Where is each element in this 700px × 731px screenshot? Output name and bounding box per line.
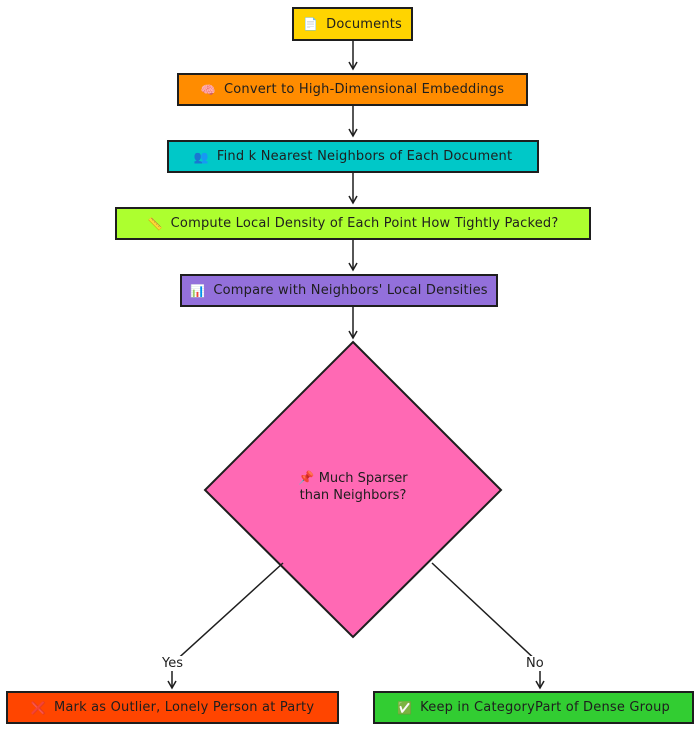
decision-diamond [203, 340, 503, 639]
decision-line-1-text: Much Sparser [318, 471, 408, 486]
decision-line-2: than Neighbors? [299, 488, 407, 503]
node-keep-label: Keep in CategoryPart of Dense Group [420, 700, 670, 715]
document-icon: 📄 [302, 17, 319, 31]
decision-line-1: 📌 Much Sparser [253, 470, 453, 487]
yes-label: Yes [160, 656, 185, 671]
node-density: 📏 Compute Local Density of Each Point Ho… [115, 207, 591, 240]
decision-text: 📌 Much Sparser than Neighbors? [253, 470, 453, 504]
node-neighbors: 👥 Find k Nearest Neighbors of Each Docum… [167, 140, 539, 173]
pushpin-icon: 📌 [298, 471, 315, 486]
node-compare: 📊 Compare with Neighbors' Local Densitie… [180, 274, 498, 307]
node-documents-label: Documents [326, 16, 403, 32]
node-outlier: ❌ Mark as Outlier, Lonely Person at Part… [6, 691, 339, 724]
brain-icon: 🧠 [200, 82, 216, 97]
arrow-yes-branch [167, 562, 284, 690]
no-label: No [524, 656, 546, 671]
node-compare-label: Compare with Neighbors' Local Densities [213, 283, 488, 298]
node-outlier-label: Mark as Outlier, Lonely Person at Party [53, 700, 315, 715]
bar-chart-icon: 📊 [190, 283, 206, 298]
check-icon: ✅ [397, 700, 413, 715]
node-embeddings: 🧠 Convert to High-Dimensional Embeddings [177, 73, 528, 106]
node-neighbors-label: Find k Nearest Neighbors of Each Documen… [216, 149, 513, 164]
node-embeddings-label: Convert to High-Dimensional Embeddings [223, 82, 505, 97]
node-keep: ✅ Keep in CategoryPart of Dense Group [373, 691, 694, 724]
node-density-label: Compute Local Density of Each Point How … [170, 216, 559, 231]
people-icon: 👥 [193, 149, 209, 164]
node-documents: 📄 Documents [292, 7, 413, 41]
cross-icon: ❌ [30, 700, 46, 715]
ruler-icon: 📏 [147, 216, 163, 231]
